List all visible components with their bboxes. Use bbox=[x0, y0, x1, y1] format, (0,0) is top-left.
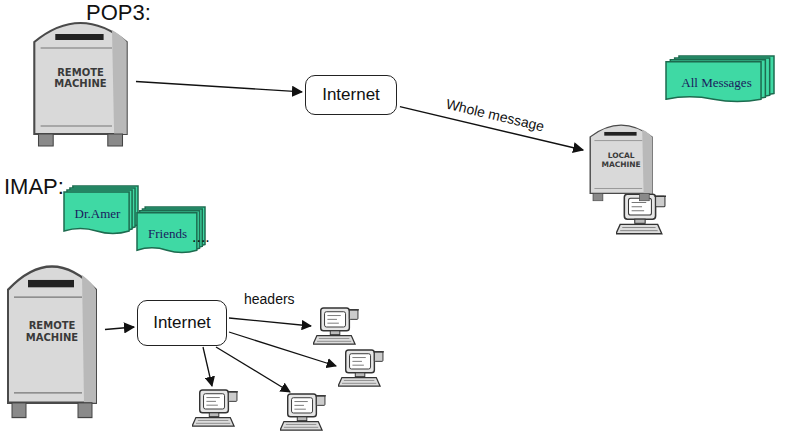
flow-arrow bbox=[105, 327, 134, 329]
computer-icon bbox=[280, 394, 326, 430]
mailbox-side bbox=[82, 275, 96, 403]
mailbox-leg bbox=[39, 134, 54, 146]
folder-label: Dr.Amer bbox=[75, 206, 121, 222]
protocol-title: POP3: bbox=[86, 0, 151, 26]
computer-icon bbox=[313, 308, 359, 344]
mailbox-leg bbox=[12, 403, 26, 418]
message-sheet bbox=[64, 192, 129, 234]
header-arrow bbox=[229, 318, 311, 326]
mailbox-trim bbox=[14, 297, 82, 393]
mailbox-machine: REMOTE MACHINE bbox=[28, 8, 133, 148]
message-sheet bbox=[666, 62, 761, 102]
machine-label: LOCAL MACHINE bbox=[593, 152, 649, 169]
mailbox-side bbox=[112, 30, 127, 134]
machine-label: REMOTE MACHINE bbox=[12, 320, 92, 343]
mailbox-machine: LOCAL MACHINE bbox=[586, 116, 656, 202]
mailbox-body bbox=[8, 266, 96, 402]
mailbox-body bbox=[34, 23, 126, 134]
computer-icon bbox=[616, 194, 666, 234]
mailbox-leg bbox=[78, 403, 92, 418]
mailbox-leg bbox=[108, 134, 123, 146]
machine-label: REMOTE MACHINE bbox=[39, 67, 123, 90]
computer-icon bbox=[192, 390, 238, 426]
flow-arrow bbox=[136, 81, 302, 91]
mailbox-side bbox=[642, 130, 652, 194]
mail-slot bbox=[55, 34, 103, 40]
network-label: Internet bbox=[322, 85, 380, 105]
message-stack: All Messages bbox=[666, 56, 774, 104]
network-box: Internet bbox=[305, 75, 397, 115]
message-stack: Dr.Amer bbox=[64, 186, 138, 236]
mailbox-drawing bbox=[28, 8, 133, 148]
mailbox-leg bbox=[593, 193, 603, 200]
header-arrow bbox=[229, 332, 336, 366]
message-sheet bbox=[137, 213, 197, 253]
mail-slot bbox=[604, 132, 636, 136]
mail-slot bbox=[28, 280, 74, 287]
header-arrow bbox=[216, 347, 290, 392]
network-box: Internet bbox=[137, 300, 227, 346]
mailbox-body bbox=[590, 125, 652, 193]
edge-label: Whole message bbox=[442, 95, 547, 135]
folder-label: All Messages bbox=[681, 75, 751, 91]
ellipsis: .... bbox=[192, 228, 210, 246]
folder-label: Friends bbox=[148, 226, 187, 242]
header-arrow bbox=[203, 347, 212, 386]
mailbox-machine: REMOTE MACHINE bbox=[2, 248, 102, 420]
computer-icon bbox=[338, 350, 384, 386]
network-label: Internet bbox=[153, 313, 211, 333]
protocol-title: IMAP: bbox=[4, 174, 64, 200]
mailbox-leg bbox=[639, 193, 649, 200]
arrow-label: headers bbox=[244, 291, 295, 307]
